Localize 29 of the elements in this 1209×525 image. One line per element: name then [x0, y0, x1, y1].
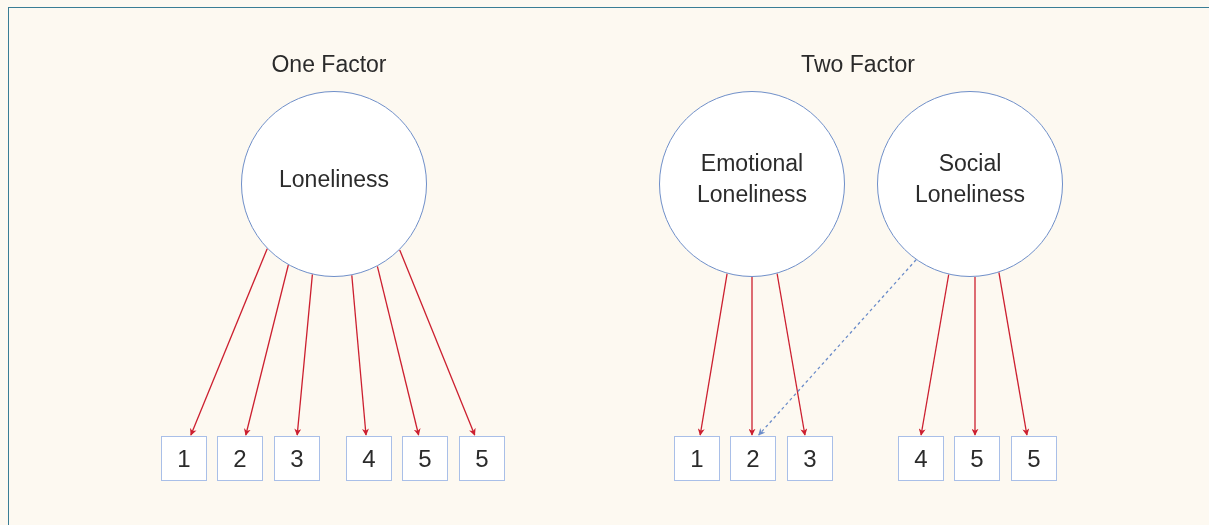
factor-label: Emotional Loneliness: [696, 149, 808, 209]
arrow: [998, 271, 1030, 436]
arrow: [748, 276, 756, 436]
item-box: 3: [274, 436, 320, 481]
arrow: [758, 259, 917, 436]
item-box: 5: [459, 436, 505, 481]
item-box: 2: [730, 436, 776, 481]
arrow: [399, 249, 476, 436]
item-box: 5: [1011, 436, 1057, 481]
arrow: [376, 265, 421, 436]
arrow: [776, 272, 808, 436]
arrow: [294, 273, 314, 436]
arrow: [697, 272, 728, 436]
item-box: 4: [898, 436, 944, 481]
item-box: 1: [674, 436, 720, 481]
factor-label: Social Loneliness: [914, 149, 1026, 209]
arrow: [918, 273, 950, 436]
model-title: Two Factor: [801, 49, 915, 79]
item-box: 3: [787, 436, 833, 481]
factor-label: Loneliness: [278, 164, 390, 194]
item-box: 1: [161, 436, 207, 481]
arrow: [243, 264, 289, 436]
arrow: [190, 248, 268, 436]
item-box: 2: [217, 436, 263, 481]
item-box: 4: [346, 436, 392, 481]
item-box: 5: [402, 436, 448, 481]
item-box: 5: [954, 436, 1000, 481]
arrow: [971, 276, 979, 436]
model-title: One Factor: [271, 49, 387, 79]
